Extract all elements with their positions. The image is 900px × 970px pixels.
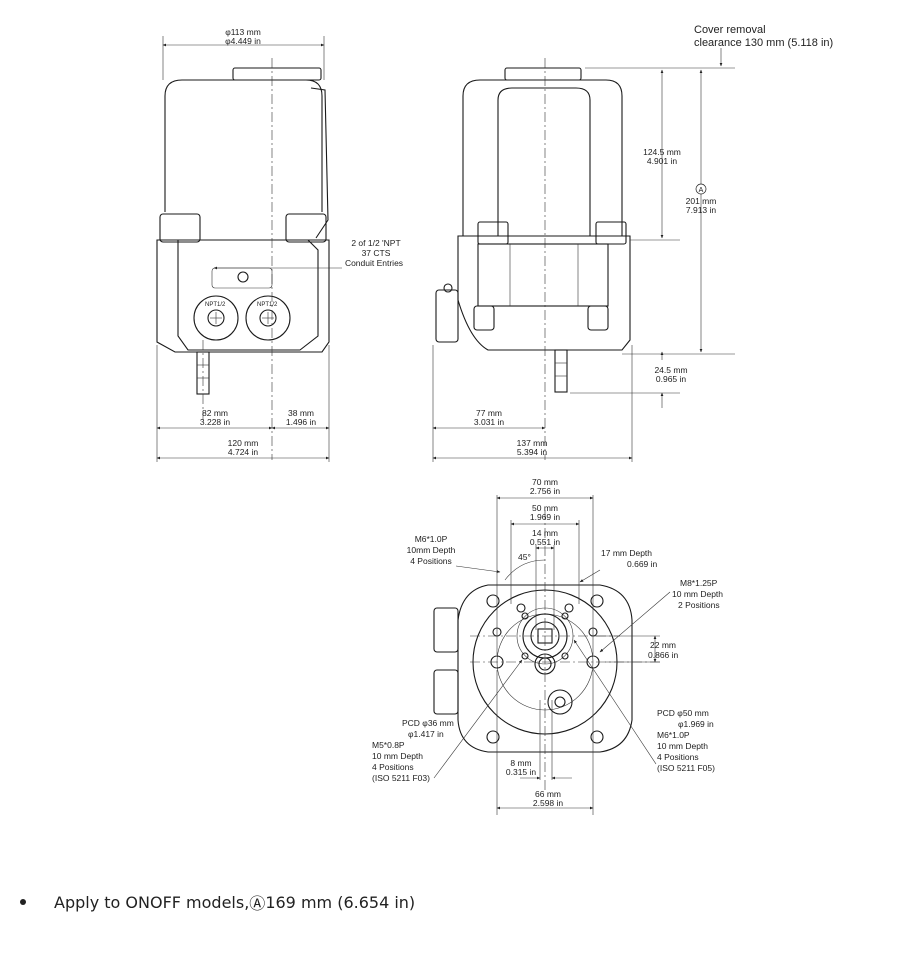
side-base-housing [457, 235, 631, 351]
m8-2: 10 mm Depth [672, 589, 723, 599]
front-top-dia-in: φ4.449 in [225, 36, 261, 46]
w66-mm: 66 mm [535, 789, 561, 799]
m6b-1: M6*1.0P [657, 730, 690, 740]
m8-3: 2 Positions [678, 600, 720, 610]
bottom-view: 70 mm 2.756 in 50 mm 1.969 in 14 mm 0.55… [372, 477, 723, 815]
m8-1: M8*1.25P [680, 578, 718, 588]
conduit-port-left: NPT1/2 [193, 295, 239, 341]
w50-mm: 50 mm [532, 503, 558, 513]
depth17-1: 17 mm Depth [601, 548, 652, 558]
side-top-cap [504, 67, 582, 81]
side-gear-block [477, 243, 609, 307]
m5-4: (ISO 5211 F03) [372, 773, 430, 783]
side-24-in: 0.965 in [656, 374, 687, 384]
footnote-value: 169 mm (6.654 in) [265, 892, 416, 912]
conduit-callout-3: Conduit Entries [345, 258, 403, 268]
front-120-in: 4.724 in [228, 447, 259, 457]
side-24-mm: 24.5 mm [654, 365, 687, 375]
front-top-dia-mm: φ113 mm [225, 27, 261, 37]
conduit-callout-1: 2 of 1/2 'NPT [351, 238, 400, 248]
side-lower-left-boss [473, 305, 495, 331]
front-82-in: 3.228 in [200, 417, 231, 427]
conduit-callout-2: 37 CTS [362, 248, 391, 258]
pcd36-2: φ1.417 in [408, 729, 444, 739]
m6-top-2: 10mm Depth [407, 545, 456, 555]
bottom-housing [457, 584, 633, 753]
w14-mm: 14 mm [532, 528, 558, 538]
side-lower-right-boss [587, 305, 609, 331]
side-137-mm: 137 mm [517, 438, 548, 448]
pcd50-1: PCD φ50 mm [657, 708, 709, 718]
side-77-mm: 77 mm [476, 408, 502, 418]
depth17-2: 0.669 in [627, 559, 658, 569]
angle-45: 45° [518, 552, 531, 562]
m6-top-3: 4 Positions [410, 556, 452, 566]
front-view: NPT1/2 NPT1/2 φ113 mm φ4.449 in 2 of 1/2… [156, 27, 403, 462]
footnote-text: Apply to ONOFF models, [54, 892, 250, 912]
front-left-boss [159, 213, 201, 243]
w8-in: 0.315 in [506, 767, 537, 777]
side-124-mm: 124.5 mm [643, 147, 681, 157]
front-right-boss [285, 213, 327, 243]
port-right-label: NPT1/2 [257, 302, 278, 308]
w14-in: 0.551 in [530, 537, 561, 547]
w70-mm: 70 mm [532, 477, 558, 487]
technical-drawing: NPT1/2 NPT1/2 φ113 mm φ4.449 in 2 of 1/2… [156, 24, 833, 815]
front-38-mm: 38 mm [288, 408, 314, 418]
m5-3: 4 Positions [372, 762, 414, 772]
conduit-port-right: NPT1/2 [245, 295, 291, 341]
side-shaft [554, 349, 568, 393]
m6b-3: 4 Positions [657, 752, 699, 762]
front-window [211, 267, 273, 289]
w66-in: 2.598 in [533, 798, 564, 808]
front-screw-icon [237, 271, 249, 283]
front-cover-fin [310, 87, 329, 239]
d22-mm: 22 mm [650, 640, 676, 650]
bullet-icon [20, 899, 26, 905]
side-right-boss [595, 221, 627, 245]
side-137-in: 5.394 in [517, 447, 548, 457]
w50-in: 1.969 in [530, 512, 561, 522]
m5-1: M5*0.8P [372, 740, 405, 750]
front-base-housing [156, 239, 330, 353]
pcd50-2: φ1.969 in [678, 719, 714, 729]
m6b-4: (ISO 5211 F05) [657, 763, 715, 773]
front-conduit-panel [177, 239, 319, 351]
side-201-in: 7.913 in [686, 205, 717, 215]
side-cover-window [497, 87, 591, 236]
m6-top-1: M6*1.0P [415, 534, 448, 544]
footnote: Apply to ONOFF models, Ⓐ 169 mm (6.654 i… [20, 890, 415, 914]
m6b-2: 10 mm Depth [657, 741, 708, 751]
front-38-in: 1.496 in [286, 417, 317, 427]
bottom-nozzle-bottom [433, 669, 459, 715]
side-a-marker: A [699, 187, 704, 194]
side-view: Cover removal clearance 130 mm (5.118 in… [432, 24, 833, 462]
bottom-lower-hole [547, 689, 573, 715]
bottom-nozzle-top [433, 607, 459, 653]
w70-in: 2.756 in [530, 486, 561, 496]
front-cover [164, 79, 323, 212]
side-201-mm: 201 mm [686, 196, 717, 206]
m5-2: 10 mm Depth [372, 751, 423, 761]
cover-removal-1: Cover removal [694, 24, 766, 36]
w8-mm: 8 mm [510, 758, 531, 768]
side-conduit-nozzle [435, 289, 459, 343]
pcd36-1: PCD φ36 mm [402, 718, 454, 728]
footnote-marker: Ⓐ [249, 894, 266, 913]
side-77-in: 3.031 in [474, 417, 505, 427]
front-top-cap [232, 67, 322, 81]
port-left-label: NPT1/2 [205, 302, 226, 308]
cover-removal-2: clearance 130 mm (5.118 in) [694, 37, 833, 49]
d22-in: 0.866 in [648, 650, 679, 660]
side-cover [462, 79, 623, 236]
front-82-mm: 82 mm [202, 408, 228, 418]
side-left-boss [477, 221, 509, 245]
front-120-mm: 120 mm [228, 438, 259, 448]
side-124-in: 4.901 in [647, 156, 678, 166]
